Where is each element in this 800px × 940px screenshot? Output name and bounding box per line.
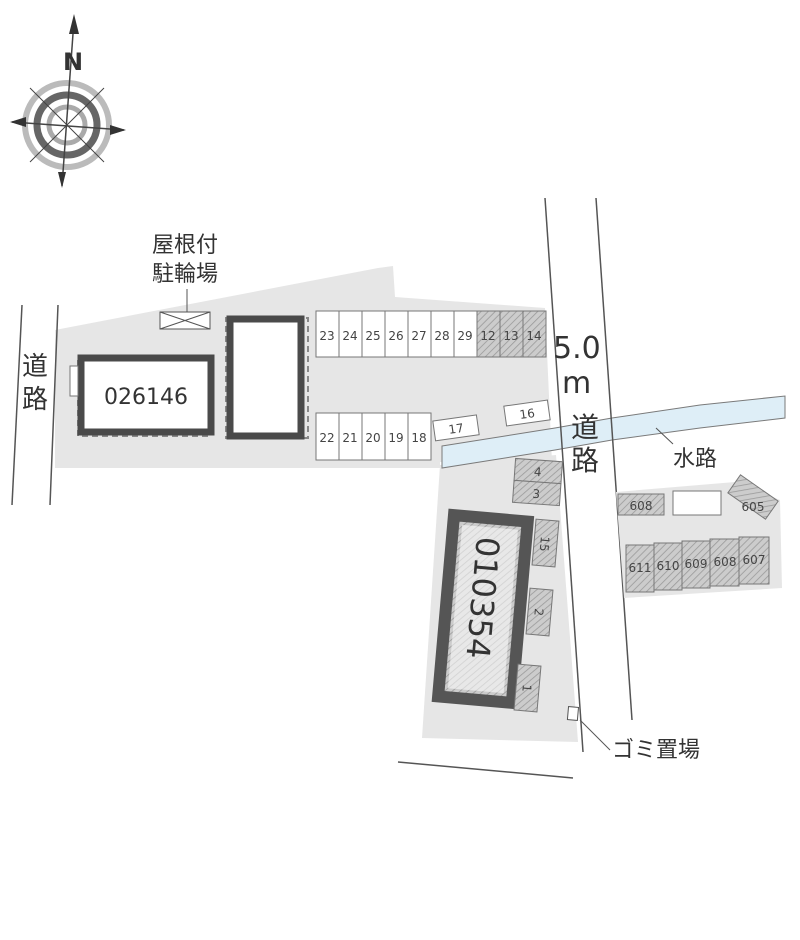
parking-space-1: 1	[519, 684, 534, 693]
bike-parking-label-line1: 屋根付	[152, 233, 218, 258]
waterway-leader	[655, 427, 674, 445]
waterway-label: 水路	[673, 447, 717, 472]
parking-space-2: 2	[531, 608, 546, 617]
bike-parking-label-line2: 駐輪場	[152, 262, 218, 287]
right-road-label-2: 路	[571, 444, 599, 477]
parking-space-26: 26	[388, 329, 403, 343]
parking-space-16: 16	[503, 399, 551, 427]
parking-space-28: 28	[434, 329, 449, 343]
building-center	[226, 315, 305, 440]
left-road-edge-2	[49, 304, 59, 506]
garbage-area	[566, 706, 580, 721]
east-top-row: 608 605	[617, 474, 779, 520]
right-road-width-label: 5.0	[553, 331, 601, 366]
east-space-607: 607	[743, 553, 766, 567]
east-space-605: 605	[742, 500, 765, 514]
parking-space-22: 22	[319, 431, 334, 445]
east-space-611: 611	[629, 561, 652, 575]
parking-space-3: 3	[532, 487, 541, 501]
building-026146-label: 026146	[104, 385, 188, 410]
parking-space-15: 15	[537, 536, 552, 552]
right-road-edge-2	[595, 197, 633, 721]
east-space-608-top: 608	[630, 499, 653, 513]
left-road-edge-1	[11, 304, 23, 506]
east-space-609: 609	[685, 557, 708, 571]
parking-bottom-row: 22 21 20 19 18	[315, 412, 432, 461]
building-026146	[77, 354, 215, 436]
right-road-unit-label: m	[562, 366, 591, 401]
east-bottom-row: 611 610 609 608 607	[625, 536, 770, 593]
garbage-leader	[579, 719, 611, 751]
parking-space-12: 12	[480, 329, 495, 343]
parking-top-row: 23 24 25 26 27 28 29 12 13 14	[315, 310, 547, 358]
parking-space-14: 14	[526, 329, 541, 343]
east-space-608: 608	[714, 555, 737, 569]
left-road-label-2: 路	[22, 385, 48, 415]
parking-space-23: 23	[319, 329, 334, 343]
building-026146-entrance	[69, 365, 79, 397]
parking-space-25: 25	[365, 329, 380, 343]
svg-text:16: 16	[519, 406, 536, 422]
parking-right-col: 15 2 1	[513, 518, 560, 713]
compass-rose-icon	[10, 14, 126, 188]
parking-space-27: 27	[411, 329, 426, 343]
south-road-edge	[397, 761, 574, 779]
bike-parking-icon	[159, 311, 211, 330]
east-space-610: 610	[657, 559, 680, 573]
waterway-channel	[441, 395, 786, 469]
right-road-label-1: 道	[571, 411, 599, 444]
right-road-edge-1	[544, 197, 584, 753]
parking-space-18: 18	[411, 431, 426, 445]
garbage-label: ゴミ置場	[612, 738, 700, 763]
building-010354	[431, 508, 535, 710]
parking-space-21: 21	[342, 431, 357, 445]
parking-stack: 4 3	[511, 457, 564, 507]
parking-space-29: 29	[457, 329, 472, 343]
left-road-label-1: 道	[22, 352, 48, 382]
parking-space-24: 24	[342, 329, 357, 343]
parking-space-19: 19	[388, 431, 403, 445]
svg-text:17: 17	[448, 421, 465, 437]
parking-space-17: 17	[432, 414, 480, 442]
parking-space-13: 13	[503, 329, 518, 343]
parking-space-4: 4	[533, 465, 542, 479]
parking-space-20: 20	[365, 431, 380, 445]
compass-north-label: N	[63, 48, 83, 76]
